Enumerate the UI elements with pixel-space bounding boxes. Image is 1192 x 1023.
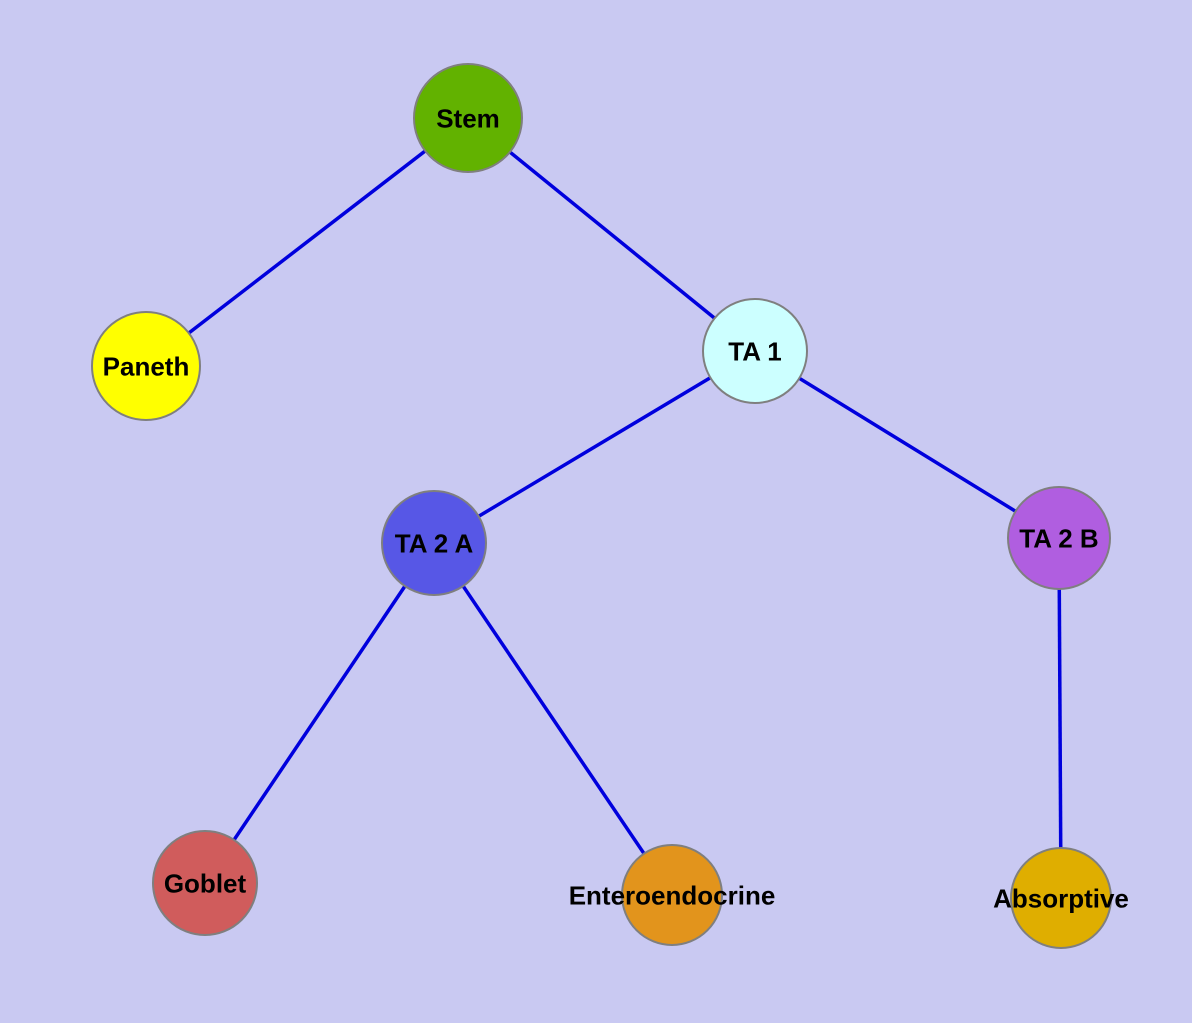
node-circle-enteroendocrine[interactable]: [621, 844, 723, 946]
node-circle-stem[interactable]: [413, 63, 523, 173]
node-absorptive[interactable]: Absorptive: [993, 847, 1129, 949]
node-paneth[interactable]: Paneth: [91, 311, 201, 421]
edges-layer: [144, 116, 1063, 899]
node-stem[interactable]: Stem: [413, 63, 523, 173]
node-circle-ta1[interactable]: [702, 298, 808, 404]
node-circle-paneth[interactable]: [91, 311, 201, 421]
edge-ta1-ta2b[interactable]: [754, 349, 1060, 540]
node-ta2a[interactable]: TA 2 A: [381, 490, 487, 596]
node-circle-absorptive[interactable]: [1010, 847, 1112, 949]
node-goblet[interactable]: Goblet: [152, 830, 258, 936]
node-ta2b[interactable]: TA 2 B: [1007, 486, 1111, 590]
node-enteroendocrine[interactable]: Enteroendocrine: [569, 844, 776, 946]
edge-ta2a-enteroendocrine[interactable]: [432, 542, 674, 896]
edge-stem-ta1[interactable]: [466, 116, 757, 353]
node-circle-ta2b[interactable]: [1007, 486, 1111, 590]
edge-stem-paneth[interactable]: [144, 116, 470, 368]
node-circle-goblet[interactable]: [152, 830, 258, 936]
node-circle-ta2a[interactable]: [381, 490, 487, 596]
edge-ta2b-absorptive[interactable]: [1057, 537, 1063, 899]
edge-ta1-ta2a[interactable]: [433, 349, 756, 545]
edge-ta2a-goblet[interactable]: [203, 542, 436, 884]
node-ta1[interactable]: TA 1: [702, 298, 808, 404]
